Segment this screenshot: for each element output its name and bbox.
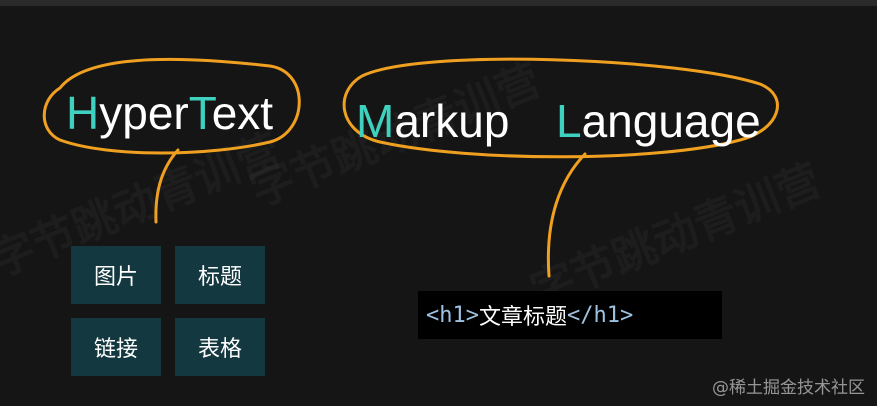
- markup-language-oval: [342, 57, 779, 159]
- hypertext-oval: [42, 57, 301, 155]
- hypertext-initial-h: H: [66, 87, 100, 139]
- hypertext-initial-t: T: [188, 87, 212, 139]
- h1-close-tag: </h1>: [567, 302, 634, 328]
- markup-initial-m: M: [356, 95, 395, 147]
- h1-content: 文章标题: [478, 305, 567, 330]
- language-word: Language: [556, 94, 761, 148]
- credit-watermark: @稀土掘金技术社区: [712, 378, 865, 398]
- h1-code-example: <h1>文章标题</h1>: [418, 291, 722, 339]
- markup-language-connector: [546, 152, 587, 278]
- tile-table: 表格: [175, 318, 265, 376]
- tile-image: 图片: [71, 246, 161, 304]
- h1-open-tag: <h1>: [426, 302, 479, 328]
- hypertext-rest-1: yper: [99, 87, 189, 139]
- markup-rest: arkup: [394, 95, 510, 147]
- top-strip: [0, 0, 877, 6]
- language-rest: anguage: [581, 95, 761, 147]
- tile-link: 链接: [71, 318, 161, 376]
- tile-heading: 标题: [175, 246, 265, 304]
- hypertext-connector: [154, 148, 180, 224]
- hypertext-word: HyperText: [66, 86, 273, 140]
- markup-word: Markup: [356, 94, 509, 148]
- hypertext-rest-2: ext: [211, 87, 274, 139]
- language-initial-l: L: [556, 95, 582, 147]
